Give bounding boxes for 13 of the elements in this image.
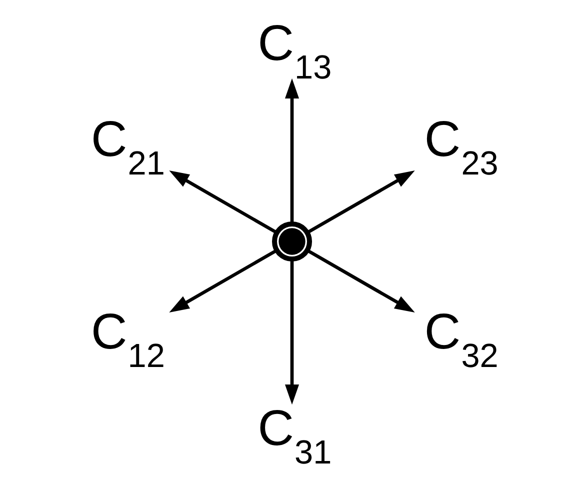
node-text: C$_{13}$ xyxy=(257,14,332,86)
node-circle xyxy=(271,221,312,262)
node-text: C$_{31}$ xyxy=(257,400,332,472)
node-text: C$_{12}$ xyxy=(90,304,164,376)
arrow xyxy=(168,170,277,234)
node-text: C$_{21}$ xyxy=(90,111,164,183)
arrow xyxy=(284,259,299,405)
node-text: C$_{32}$ xyxy=(424,304,498,376)
arrow xyxy=(306,170,414,234)
arrow xyxy=(168,248,277,312)
arrow xyxy=(306,248,414,312)
node-text: C$_{23}$ xyxy=(424,111,498,183)
arrow xyxy=(284,78,299,224)
